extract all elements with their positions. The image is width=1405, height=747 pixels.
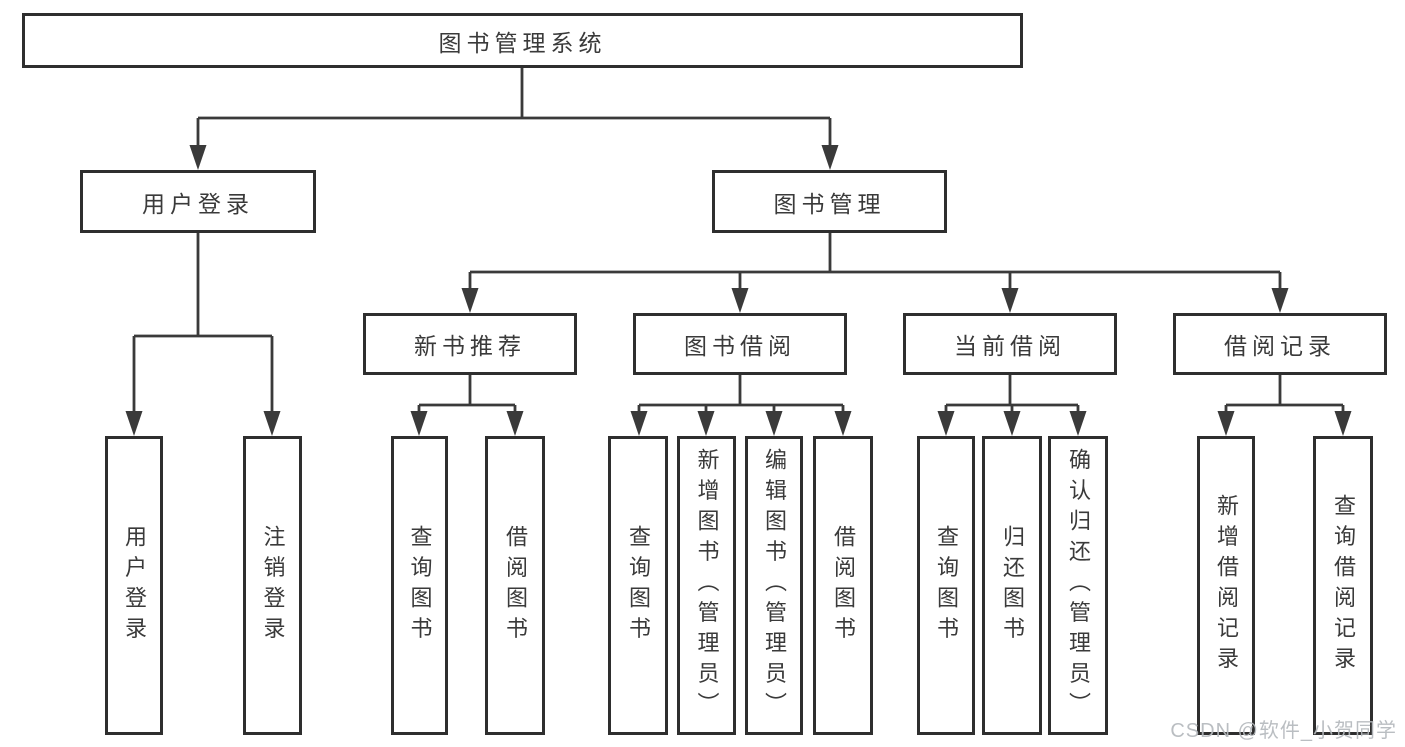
leaf-logout: 注销登录 [243,436,302,735]
arrowhead [731,288,749,313]
leaf-confirm-return-admin: 确认归还（管理员） [1048,436,1108,735]
node-label: 归还图书 [1000,524,1025,647]
node-label: 用户登录 [122,524,147,647]
arrowhead [697,411,715,436]
arrowhead [1003,411,1021,436]
leaf-borrow-books: 借阅图书 [813,436,873,735]
leaf-return-books: 归还图书 [982,436,1042,735]
leaf-query-books-current: 查询图书 [917,436,975,735]
node-label: 借阅图书 [831,524,856,647]
arrowhead [461,288,479,313]
leaf-query-books-borrow: 查询图书 [608,436,668,735]
edge-book-mgmt-to-level3 [461,233,1289,313]
leaf-add-borrow-record: 新增借阅记录 [1197,436,1255,735]
leaf-query-books-recommend: 查询图书 [391,436,448,735]
arrowhead [506,411,524,436]
arrowhead [765,411,783,436]
arrowhead [1271,288,1289,313]
csdn-watermark: CSDN @软件_小贺同学 [1170,720,1397,742]
node-label: 确认归还（管理员） [1066,448,1091,723]
arrowhead [821,145,839,170]
arrowhead [630,411,648,436]
arrowhead [410,411,428,436]
node-label: 编辑图书（管理员） [762,448,787,723]
leaf-add-books-admin: 新增图书（管理员） [677,436,736,735]
edge-records-children [1217,375,1352,436]
node-label: 用户登录 [142,190,254,217]
edge-user-login-children [125,233,281,436]
edge-borrow-children [630,375,852,436]
node-book-management: 图书管理 [712,170,947,233]
node-label: 查询图书 [407,524,433,647]
edge-recommend-children [410,375,524,436]
edge-current-children [937,375,1087,436]
node-library-management-system: 图书管理系统 [22,13,1023,68]
leaf-borrow-books-recommend: 借阅图书 [485,436,545,735]
arrowhead [1334,411,1352,436]
node-label: 查询借阅记录 [1331,494,1356,677]
node-label: 借阅图书 [503,524,528,647]
arrowhead [1001,288,1019,313]
arrowhead [263,411,281,436]
leaf-edit-books-admin: 编辑图书（管理员） [745,436,803,735]
edge-root-to-level2 [189,68,839,170]
arrowhead [1069,411,1087,436]
arrowhead [937,411,955,436]
node-label: 图书管理 [773,190,886,217]
node-label: 注销登录 [260,524,286,647]
node-label: 图书管理系统 [438,29,607,56]
leaf-user-login: 用户登录 [105,436,163,735]
node-label: 新增图书（管理员） [694,448,720,723]
node-label: 查询图书 [934,524,959,647]
leaf-query-borrow-record: 查询借阅记录 [1313,436,1373,735]
node-label: 图书借阅 [684,333,796,359]
node-label: 查询图书 [626,524,651,647]
node-borrow-records: 借阅记录 [1173,313,1387,375]
node-current-borrow: 当前借阅 [903,313,1117,375]
node-book-borrow: 图书借阅 [633,313,847,375]
arrowhead [189,145,207,170]
node-label: 新增借阅记录 [1214,494,1239,677]
node-label: 借阅记录 [1224,333,1336,359]
arrowhead [834,411,852,436]
node-user-login: 用户登录 [80,170,316,233]
node-label: 当前借阅 [954,333,1066,359]
node-label: 新书推荐 [414,333,526,359]
arrowhead [1217,411,1235,436]
arrowhead [125,411,143,436]
node-new-book-recommend: 新书推荐 [363,313,577,375]
